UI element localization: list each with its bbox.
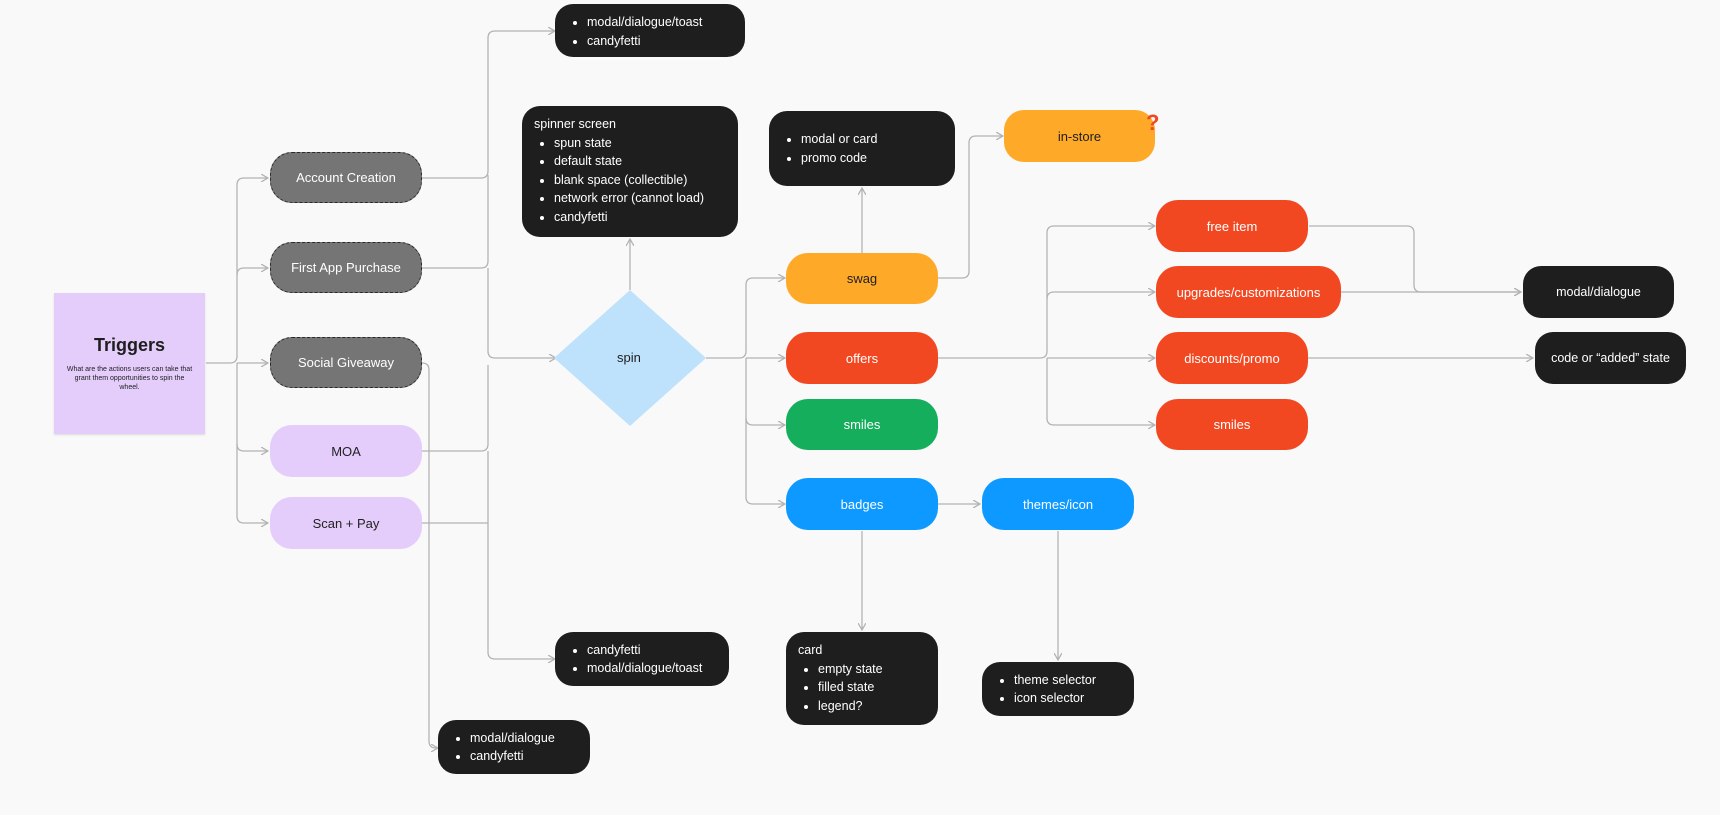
- swag-detail-items: modal or card promo code: [781, 130, 877, 167]
- edge-first-purchase-top: [422, 175, 489, 269]
- node-discounts-promo[interactable]: discounts/promo: [1156, 332, 1308, 384]
- list-item: icon selector: [1014, 689, 1096, 708]
- theme-items: theme selector icon selector: [994, 671, 1096, 708]
- node-spin-diamond[interactable]: [554, 290, 706, 426]
- bottom-mid-items: candyfetti modal/dialogue/toast: [567, 641, 702, 678]
- list-top-modal-candyfetti[interactable]: modal/dialogue/toast candyfetti: [555, 4, 745, 57]
- node-smiles-offer[interactable]: smiles: [1156, 399, 1308, 450]
- node-free-item[interactable]: free item: [1156, 200, 1308, 252]
- card-items: empty state filled state legend?: [798, 660, 883, 716]
- list-item: legend?: [818, 697, 883, 716]
- node-in-store[interactable]: in-store: [1004, 110, 1155, 162]
- node-first-app-purchase[interactable]: First App Purchase: [270, 242, 422, 293]
- list-item: modal/dialogue: [470, 729, 555, 748]
- list-item: candyfetti: [554, 208, 704, 227]
- edge-moa-bus: [422, 365, 489, 452]
- list-item: candyfetti: [587, 641, 702, 660]
- node-account-creation[interactable]: Account Creation: [270, 152, 422, 203]
- list-item: promo code: [801, 149, 877, 168]
- list-item: blank space (collectible): [554, 171, 704, 190]
- list-bottom-candyfetti[interactable]: candyfetti modal/dialogue/toast: [555, 632, 729, 686]
- edge-offers-smiles: [1046, 358, 1155, 425]
- node-smiles[interactable]: smiles: [786, 399, 938, 450]
- node-code-added-state[interactable]: code or “added” state: [1535, 332, 1686, 384]
- node-social-giveaway[interactable]: Social Giveaway: [270, 337, 422, 388]
- edge-free-modal: [1309, 225, 1521, 292]
- bottom-left-items: modal/dialogue candyfetti: [450, 729, 555, 766]
- list-item: filled state: [818, 678, 883, 697]
- node-themes-icon[interactable]: themes/icon: [982, 478, 1134, 530]
- list-item: candyfetti: [587, 32, 702, 51]
- edge-spin-outcomes: [706, 278, 785, 359]
- list-item: modal/dialogue/toast: [587, 659, 702, 678]
- edge-bus-bottom-list: [487, 451, 555, 659]
- list-item: modal or card: [801, 130, 877, 149]
- edge-sticky-moa: [236, 363, 268, 451]
- edge-bus-spin: [487, 268, 556, 358]
- edge-spin-smiles: [745, 358, 785, 425]
- list-item: modal/dialogue/toast: [587, 13, 702, 32]
- node-scan-pay[interactable]: Scan + Pay: [270, 497, 422, 549]
- sticky-description: What are the actions users can take that…: [66, 366, 193, 391]
- list-spinner-screen[interactable]: spinner screen spun state default state …: [522, 106, 738, 237]
- list-item: theme selector: [1014, 671, 1096, 690]
- node-swag[interactable]: swag: [786, 253, 938, 304]
- list-swag-detail[interactable]: modal or card promo code: [769, 111, 955, 186]
- triggers-sticky-note: Triggers What are the actions users can …: [54, 293, 205, 434]
- node-badges[interactable]: badges: [786, 478, 938, 530]
- edge-swag-instore: [938, 136, 1003, 279]
- spinner-heading: spinner screen: [534, 117, 616, 131]
- node-offers[interactable]: offers: [786, 332, 938, 384]
- list-bottom-left-modal[interactable]: modal/dialogue candyfetti: [438, 720, 590, 774]
- edge-sticky-trigger-trunk: [206, 178, 268, 364]
- list-theme-selector[interactable]: theme selector icon selector: [982, 662, 1134, 716]
- list-item: default state: [554, 152, 704, 171]
- edge-sticky-scan: [236, 444, 268, 523]
- list-item: candyfetti: [470, 747, 555, 766]
- spin-label: spin: [617, 350, 641, 365]
- list-top-items: modal/dialogue/toast candyfetti: [567, 13, 702, 50]
- question-mark-icon: ?: [1146, 110, 1160, 135]
- edge-social-bottom-left: [421, 362, 438, 748]
- list-card[interactable]: card empty state filled state legend?: [786, 632, 938, 725]
- card-heading: card: [798, 643, 823, 657]
- sticky-title: Triggers: [93, 335, 166, 355]
- node-modal-dialogue-result[interactable]: modal/dialogue: [1523, 266, 1674, 318]
- list-item: empty state: [818, 660, 883, 679]
- node-moa[interactable]: MOA: [270, 425, 422, 477]
- spinner-items: spun state default state blank space (co…: [534, 134, 704, 227]
- edge-offers-upgrades: [1046, 292, 1155, 300]
- edge-spin-badges: [745, 418, 785, 504]
- edge-account-top: [422, 31, 555, 179]
- edge-offers-free: [938, 226, 1155, 359]
- list-item: spun state: [554, 134, 704, 153]
- list-item: network error (cannot load): [554, 189, 704, 208]
- edge-sticky-first-purchase: [236, 268, 268, 276]
- node-upgrades-customizations[interactable]: upgrades/customizations: [1156, 266, 1341, 318]
